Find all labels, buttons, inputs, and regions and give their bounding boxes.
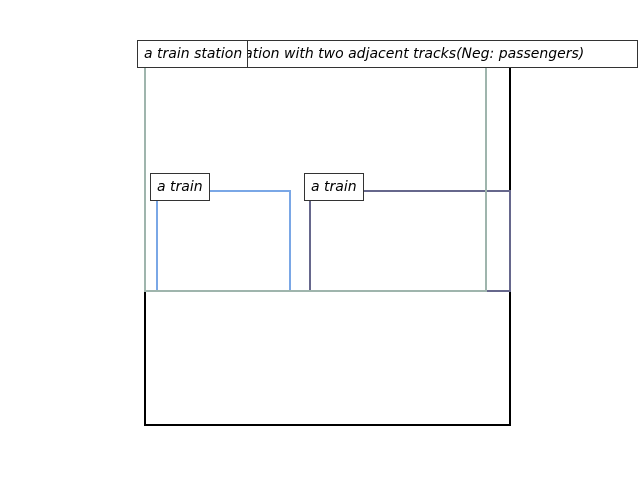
- bbox-label-train-station: a train station: [137, 40, 248, 68]
- bbox-label-train-right: a train: [304, 173, 364, 201]
- bbox-label-train-left: a train: [150, 173, 210, 201]
